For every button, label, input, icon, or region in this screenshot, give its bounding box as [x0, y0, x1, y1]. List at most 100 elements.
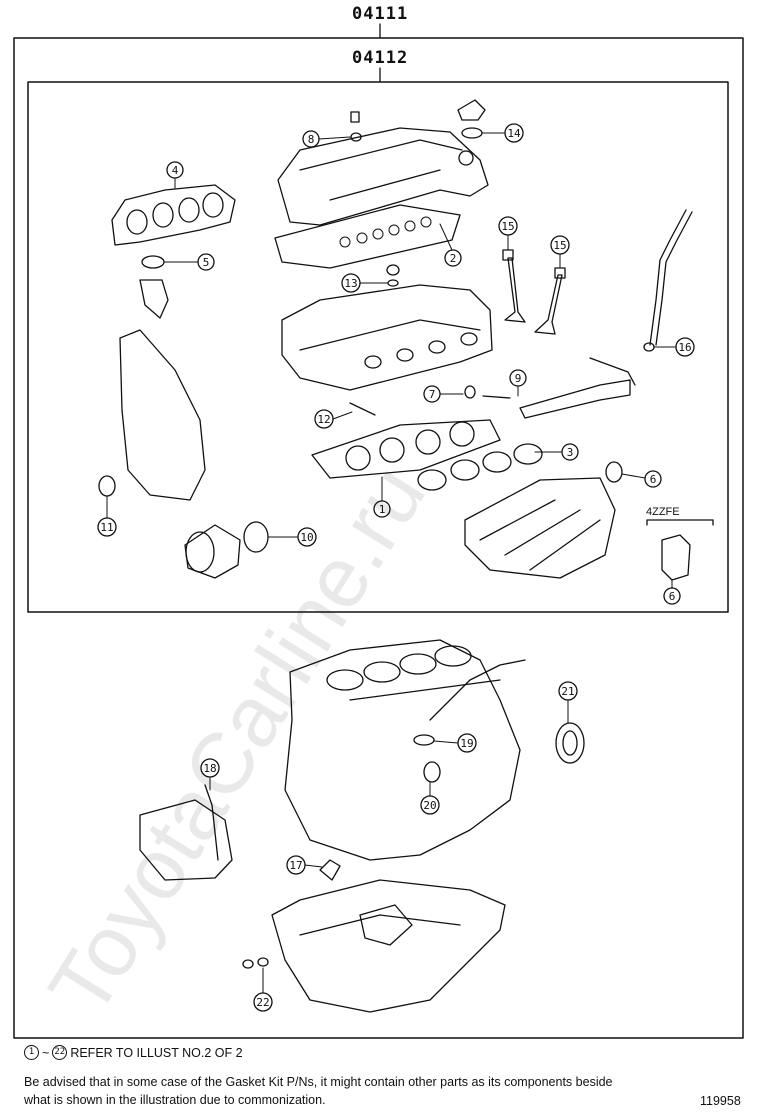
callout-13-label: 13: [344, 277, 357, 290]
seal-20: [423, 761, 441, 783]
ref-tilde: ~: [42, 1045, 50, 1060]
kit-code-outer: 04111: [352, 4, 409, 24]
valve-cover: [277, 127, 489, 226]
bolt-9: [482, 395, 511, 399]
callout-22-label: 22: [256, 996, 269, 1009]
gasket-19: [413, 734, 435, 746]
callout-1: 1: [373, 500, 391, 518]
illustration-number: 119958: [700, 1094, 741, 1108]
exhaust-manifold-gasket: [111, 184, 236, 246]
oil-pan: [271, 879, 506, 1013]
callout-21-label: 21: [561, 685, 574, 698]
intake-manifold: [464, 477, 616, 579]
valve-b: [534, 274, 563, 335]
gasket-17: [319, 859, 341, 881]
callout-18: 18: [200, 758, 220, 778]
variant-bracket: [646, 519, 714, 526]
callout-2: 2: [444, 249, 462, 267]
kit-code-inner: 04112: [352, 48, 409, 68]
callout-11: 11: [97, 517, 117, 537]
variant-gasket-6: [661, 534, 691, 581]
callout-15b-label: 15: [553, 239, 566, 252]
oil-filler-cap: [457, 99, 486, 121]
callout-9-label: 9: [515, 372, 522, 385]
callout-22: 22: [253, 992, 273, 1012]
callout-8-label: 8: [308, 133, 315, 146]
dipstick-guide: [649, 209, 693, 346]
callout-13: 13: [341, 273, 361, 293]
exhaust-ring: [141, 255, 165, 269]
callout-10: 10: [297, 527, 317, 547]
valve-a: [504, 257, 526, 323]
callout-1-label: 1: [379, 503, 386, 516]
oil-seal-21: [555, 722, 585, 764]
callout-3: 3: [561, 443, 579, 461]
gasket-7: [464, 385, 476, 399]
callout-11-label: 11: [100, 521, 113, 534]
ref-text: REFER TO ILLUST NO.2 OF 2: [70, 1045, 243, 1060]
inner-frame: [27, 81, 729, 613]
callout-19: 19: [457, 733, 477, 753]
callout-20: 20: [420, 795, 440, 815]
engine-variant-label: 4ZZFE: [646, 506, 680, 518]
callout-6: 6: [644, 470, 662, 488]
gasket-14: [461, 127, 483, 139]
callout-12: 12: [314, 409, 334, 429]
cylinder-head-gasket: [311, 419, 501, 479]
callout-17-label: 17: [289, 859, 302, 872]
ref-end-number: 22: [52, 1045, 68, 1060]
callout-19-label: 19: [460, 737, 473, 750]
callout-6-label: 6: [650, 473, 657, 486]
fuel-rail: [519, 379, 631, 419]
callout-2-label: 2: [450, 252, 457, 265]
oil-seal-11: [98, 475, 116, 497]
retainer-gasket-18: [204, 784, 219, 861]
callout-16-label: 16: [678, 341, 691, 354]
plug-22: [242, 959, 254, 969]
seal-8: [350, 132, 362, 142]
cylinder-block: [284, 639, 521, 861]
reference-note: 1 ~ 22 REFER TO ILLUST NO.2 OF 2: [24, 1045, 243, 1060]
callout-20-label: 20: [423, 799, 436, 812]
callout-15a-label: 15: [501, 220, 514, 233]
callout-4: 4: [166, 161, 184, 179]
o-ring-16: [643, 342, 655, 352]
gasket-22: [257, 957, 269, 967]
callout-15b: 15: [550, 235, 570, 255]
intake-manifold-gasket: [417, 443, 543, 491]
exhaust-pipe: [139, 279, 169, 319]
callout-15a: 15: [498, 216, 518, 236]
callout-12-label: 12: [317, 413, 330, 426]
callout-16: 16: [675, 337, 695, 357]
callout-6-variant-label: 6: [669, 590, 676, 603]
cylinder-head: [281, 284, 493, 391]
valve-cover-gasket: [274, 204, 461, 269]
callout-8: 8: [302, 130, 320, 148]
gasket-6: [605, 461, 623, 483]
callout-14: 14: [504, 123, 524, 143]
timing-chain-cover: [119, 329, 206, 501]
callout-5: 5: [197, 253, 215, 271]
oil-filter-adapter: [184, 524, 241, 579]
plug-8-top: [350, 111, 360, 123]
plug-13: [386, 264, 400, 276]
valve-seal-b: [554, 267, 566, 279]
callout-17: 17: [286, 855, 306, 875]
seal-13: [387, 279, 399, 287]
callout-3-label: 3: [567, 446, 574, 459]
ref-start-number: 1: [24, 1045, 39, 1060]
callout-21: 21: [558, 681, 578, 701]
rear-oil-seal-retainer: [139, 799, 233, 881]
callout-7-label: 7: [429, 388, 436, 401]
o-ring-10: [243, 521, 269, 553]
callout-10-label: 10: [300, 531, 313, 544]
callout-14-label: 14: [507, 127, 521, 140]
callout-9: 9: [509, 369, 527, 387]
stud-12: [349, 402, 376, 416]
callout-5-label: 5: [203, 256, 210, 269]
callout-7: 7: [423, 385, 441, 403]
callout-4-label: 4: [172, 164, 179, 177]
outer-frame: [13, 37, 744, 1039]
dipstick-tube: [429, 659, 526, 721]
